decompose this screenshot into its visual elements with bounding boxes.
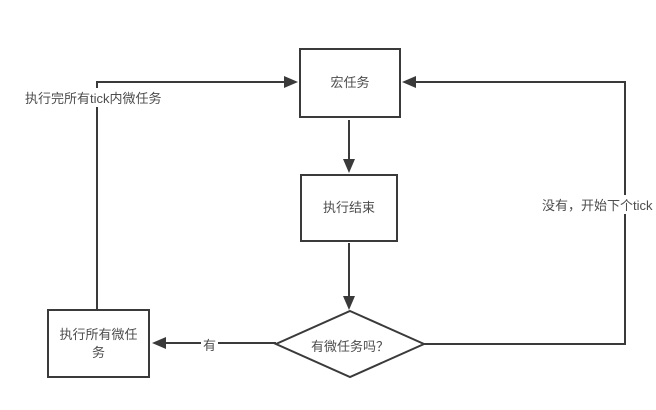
node-macro-task: 宏任务 [299,48,401,118]
arrowhead-down-into-execution-end [343,159,355,173]
arrowhead-left-into-microtasks [152,337,166,349]
edge-microtasks-to-macro [96,81,284,309]
edge-label-yes: 有 [201,335,219,354]
node-execution-end: 执行结束 [300,174,398,242]
arrowhead-right-into-macro-left [284,76,298,88]
edge-label-after-tick-microtasks: 执行完所有tick内微任务 [23,88,164,107]
arrowhead-left-into-macro-right [402,76,416,88]
node-has-microtasks-label: 有微任务吗？ [310,339,389,354]
node-run-all-microtasks: 执行所有微任务 [47,309,150,378]
edge-label-no-start-next-tick: 没有，开始下个tick [540,195,655,214]
node-execution-end-label: 执行结束 [322,200,375,216]
diamond-has-microtasks-shape [273,309,427,379]
node-run-all-microtasks-label: 执行所有微任务 [59,326,138,360]
node-macro-task-label: 宏任务 [330,75,370,91]
arrowhead-down-into-diamond [343,296,355,310]
